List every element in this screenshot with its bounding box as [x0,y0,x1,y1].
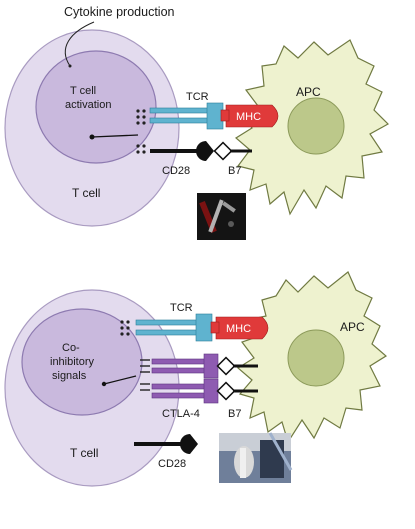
signal-dots-1b [136,144,146,154]
tcell-label-1: T cell [72,186,100,200]
tcr-upper-1 [149,107,211,114]
mhc-label-2: MHC [226,323,251,335]
cd28-head-2 [180,434,198,454]
inhibitory-dashes-b [140,383,150,391]
inner-line-1a: T cell [70,85,96,97]
apc-nucleus-2 [287,329,345,387]
tcell-nucleus-2 [21,308,143,416]
tcr-head-2 [195,313,213,342]
inner-line-2b: inhibitory [50,356,95,368]
photo-thumbnail-2 [219,432,293,483]
cd28-label-2: CD28 [158,458,186,470]
panel-activation: Cytokine production T cell activation T … [4,5,389,240]
tcell-label-2: T cell [70,446,98,460]
mhc-1 [225,104,279,128]
inner-line-2a: Co- [62,342,80,354]
tcr-lower-2 [135,329,199,336]
b7-label-1: B7 [228,165,241,177]
cytokine-label: Cytokine production [64,5,175,19]
tcr-head-1 [206,102,224,130]
photo-thumbnail-1 [197,193,246,240]
tcr-label-2: TCR [170,302,193,314]
apc-label-2: APC [340,320,365,334]
b7-head-1 [213,141,233,161]
tcr-lower-1 [149,117,211,124]
signal-dots-1a [136,109,146,125]
activation-arrow [91,134,139,138]
inner-line-2c: signals [52,370,87,382]
ctla4-lower [151,378,258,404]
ctla4-label: CTLA-4 [162,408,200,420]
inhibitory-dashes-a [140,359,150,373]
mhc-label-1: MHC [236,111,261,123]
panel-coinhibition: Co- inhibitory signals T cell APC TCR [4,271,388,487]
tcr-upper-2 [135,319,199,326]
inhibitory-arrow [103,375,137,385]
apc-nucleus-1 [287,97,345,155]
inner-line-1b: activation [65,99,111,111]
mhc-2 [215,316,269,340]
cytokine-arrow [64,21,95,67]
ctla4-upper [151,353,258,379]
b7-label-2: B7 [228,408,241,420]
apc-label-1: APC [296,85,321,99]
cd28-head-1 [196,141,214,161]
cd28-label-1: CD28 [162,165,190,177]
signal-dots-2 [120,320,130,336]
tcr-label-1: TCR [186,91,209,103]
